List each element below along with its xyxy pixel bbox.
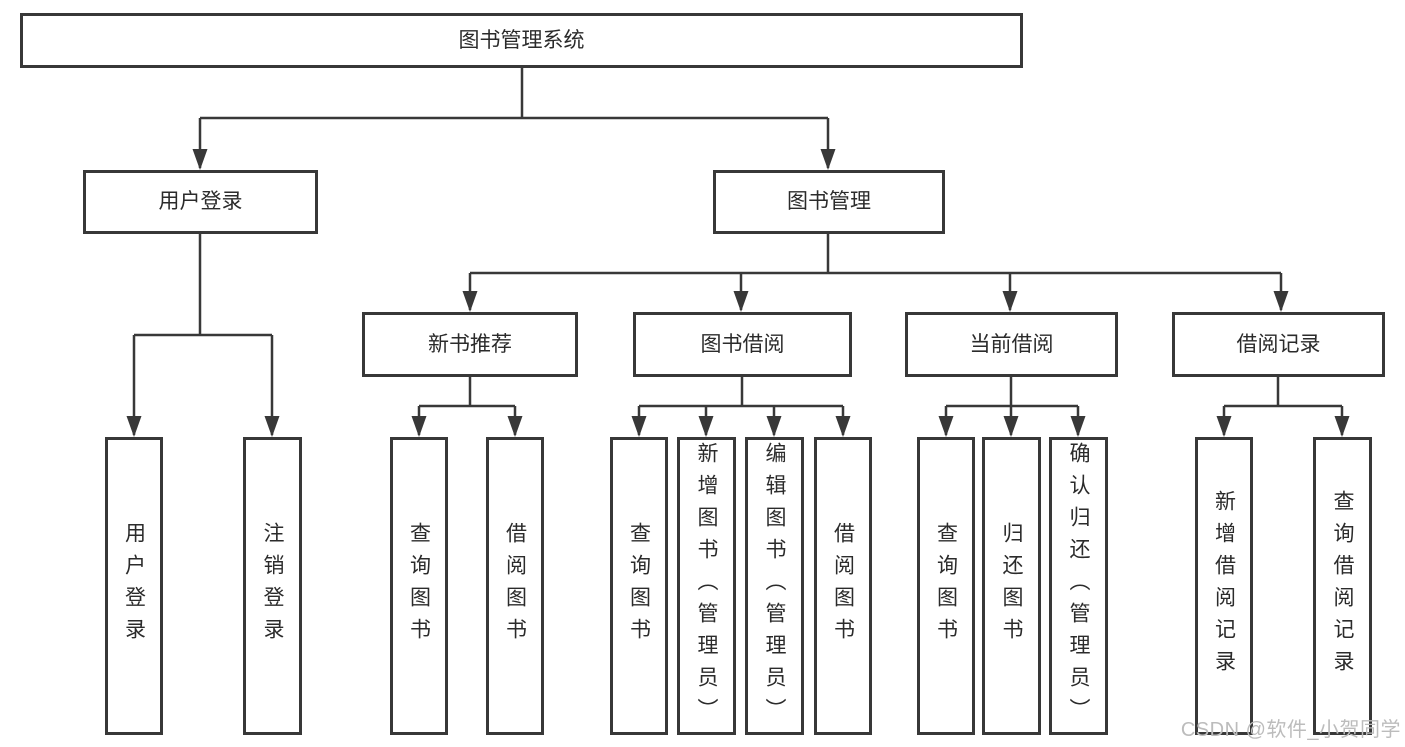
- node-label: 借阅图书: [503, 522, 527, 650]
- node-leaf-query-books-2: 查询图书: [610, 437, 668, 735]
- node-label: 图书管理系统: [458, 28, 585, 52]
- node-label: 图书管理: [787, 190, 871, 214]
- node-label: 用户登录: [158, 190, 243, 214]
- node-leaf-add-books-admin: 新增图书（管理员）: [677, 437, 736, 735]
- node-label: 编辑图书（管理员）: [763, 442, 786, 730]
- node-label: 图书借阅: [700, 332, 785, 356]
- node-user-login: 用户登录: [83, 170, 318, 234]
- node-label: 当前借阅: [969, 332, 1054, 356]
- node-label: 查询图书: [407, 522, 431, 650]
- node-book-borrowing: 图书借阅: [633, 312, 852, 377]
- node-leaf-query-books-3: 查询图书: [917, 437, 975, 735]
- node-leaf-edit-books-admin: 编辑图书（管理员）: [745, 437, 804, 735]
- node-label: 新书推荐: [428, 332, 512, 356]
- node-new-book-recommendation: 新书推荐: [362, 312, 578, 377]
- node-label: 归还图书: [1000, 522, 1023, 650]
- node-library-management-system: 图书管理系统: [20, 13, 1023, 68]
- node-label: 查询图书: [627, 522, 651, 650]
- node-leaf-return-books: 归还图书: [982, 437, 1041, 735]
- node-label: 确认归还（管理员）: [1067, 442, 1090, 730]
- node-leaf-confirm-return-admin: 确认归还（管理员）: [1049, 437, 1108, 735]
- node-label: 用户登录: [122, 522, 146, 650]
- node-label: 新增图书（管理员）: [695, 442, 718, 730]
- node-label: 借阅记录: [1236, 332, 1321, 356]
- node-label: 借阅图书: [831, 522, 855, 650]
- node-book-management: 图书管理: [713, 170, 945, 234]
- node-leaf-query-borrow-record: 查询借阅记录: [1313, 437, 1372, 735]
- node-leaf-user-login: 用户登录: [105, 437, 163, 735]
- node-label: 查询图书: [934, 522, 958, 650]
- node-label: 查询借阅记录: [1331, 490, 1354, 682]
- node-leaf-add-borrow-record: 新增借阅记录: [1195, 437, 1253, 735]
- node-leaf-query-books: 查询图书: [390, 437, 448, 735]
- node-borrowing-records: 借阅记录: [1172, 312, 1385, 377]
- node-label: 注销登录: [261, 522, 284, 650]
- node-label: 新增借阅记录: [1212, 490, 1236, 682]
- csdn-watermark: CSDN @软件_小贺同学: [1180, 719, 1401, 741]
- node-leaf-borrow-books-2: 借阅图书: [814, 437, 872, 735]
- node-leaf-logout: 注销登录: [243, 437, 302, 735]
- node-current-borrowing: 当前借阅: [905, 312, 1118, 377]
- node-leaf-borrow-books: 借阅图书: [486, 437, 544, 735]
